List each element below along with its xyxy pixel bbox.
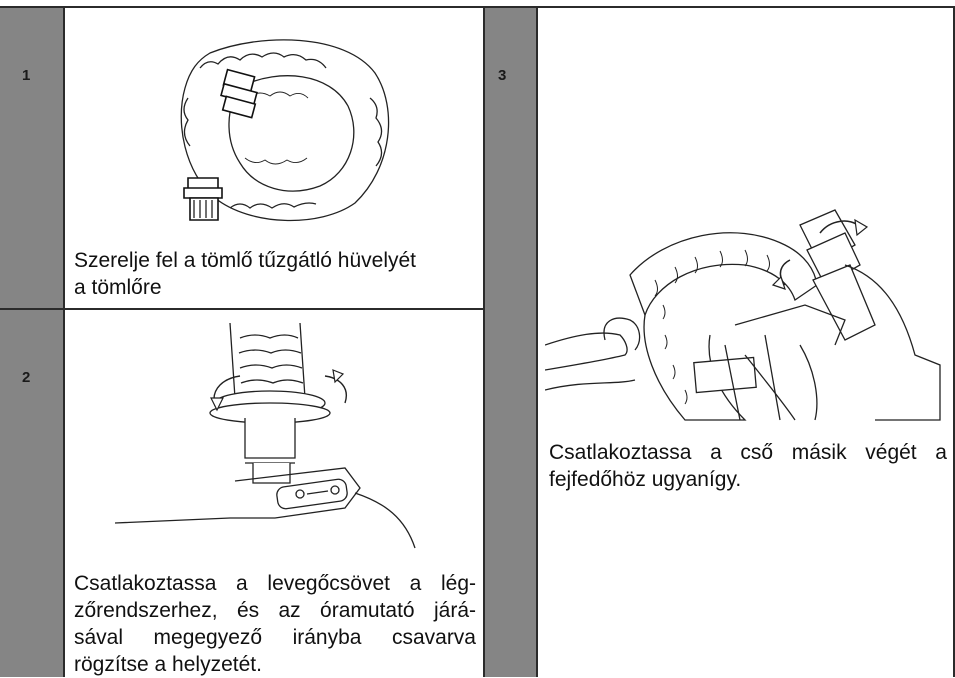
caption-line: a tömlőre (74, 274, 476, 301)
hose-sleeve-illustration (170, 28, 400, 233)
caption-line: fejfedőhöz ugyanígy. (549, 466, 947, 493)
step-3-caption: Csatlakoztassa a cső másik végét a fejfe… (549, 439, 947, 493)
step-sidebar-left (0, 8, 64, 677)
caption-line: Szerelje fel a tömlő tűzgátló hüvelyét (74, 247, 476, 274)
headtop-connection-illustration (545, 205, 945, 430)
caption-line: rögzítse a helyzetét. (74, 651, 476, 678)
hose-connection-illustration (115, 318, 455, 553)
top-border (0, 6, 955, 8)
sidebar-divider-right (536, 8, 538, 677)
step-sidebar-right (485, 8, 537, 677)
caption-line: Csatlakoztassa a levegőcsövet a lég- (74, 570, 476, 597)
column-divider (483, 8, 485, 677)
caption-line: sával megegyező irányba csavarva (74, 624, 476, 651)
sidebar-divider-left (63, 8, 65, 677)
step-2-caption: Csatlakoztassa a levegőcsövet a lég- zőr… (74, 570, 476, 678)
step-1-caption: Szerelje fel a tömlő tűzgátló hüvelyét a… (74, 247, 476, 301)
caption-line: Csatlakoztassa a cső másik végét a (549, 439, 947, 466)
caption-line: zőrendszerhez, és az óramutató járá- (74, 597, 476, 624)
step-number-3: 3 (498, 67, 506, 84)
cell-separator-1-2 (0, 308, 485, 310)
step-number-2: 2 (22, 369, 30, 386)
step-number-1: 1 (22, 67, 30, 84)
